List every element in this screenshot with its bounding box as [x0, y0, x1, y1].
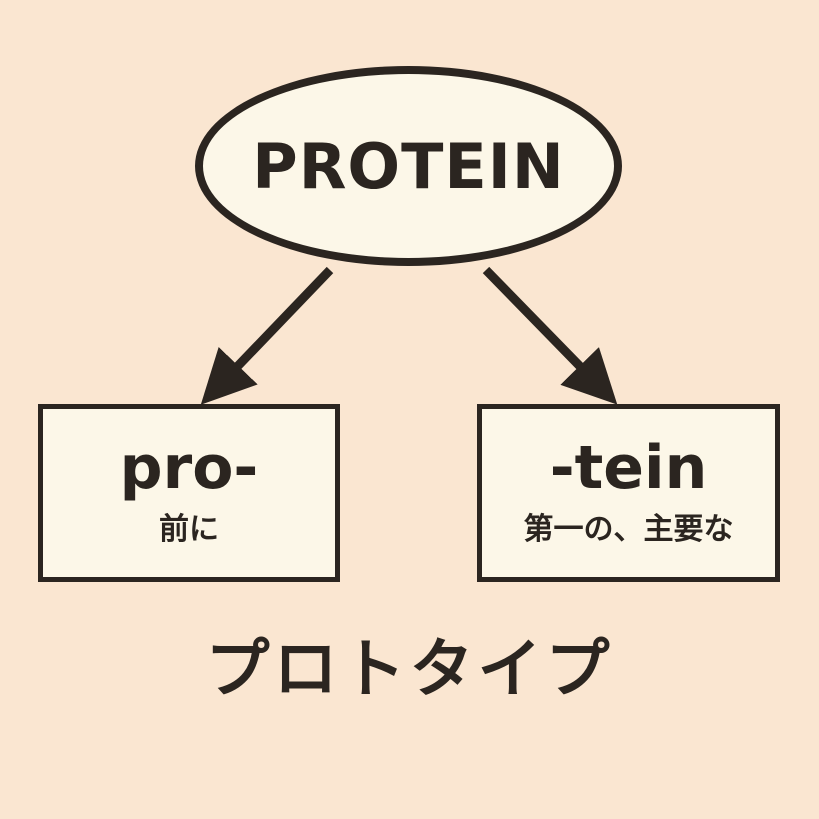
root-node-protein: PROTEIN — [195, 66, 622, 266]
part-meaning-tein: 第一の、主要な — [523, 512, 734, 547]
part-meaning-pro: 前に — [159, 512, 219, 547]
root-label: PROTEIN — [252, 129, 565, 203]
part-label-pro: pro- — [119, 433, 259, 503]
related-word: プロトタイプ — [205, 633, 614, 707]
part-box-tein: -tein 第一の、主要な — [477, 404, 780, 582]
part-label-tein: -tein — [549, 433, 708, 503]
arrow-to-tein — [482, 266, 618, 405]
part-box-pro: pro- 前に — [38, 404, 340, 582]
arrow-to-pro — [200, 266, 334, 405]
